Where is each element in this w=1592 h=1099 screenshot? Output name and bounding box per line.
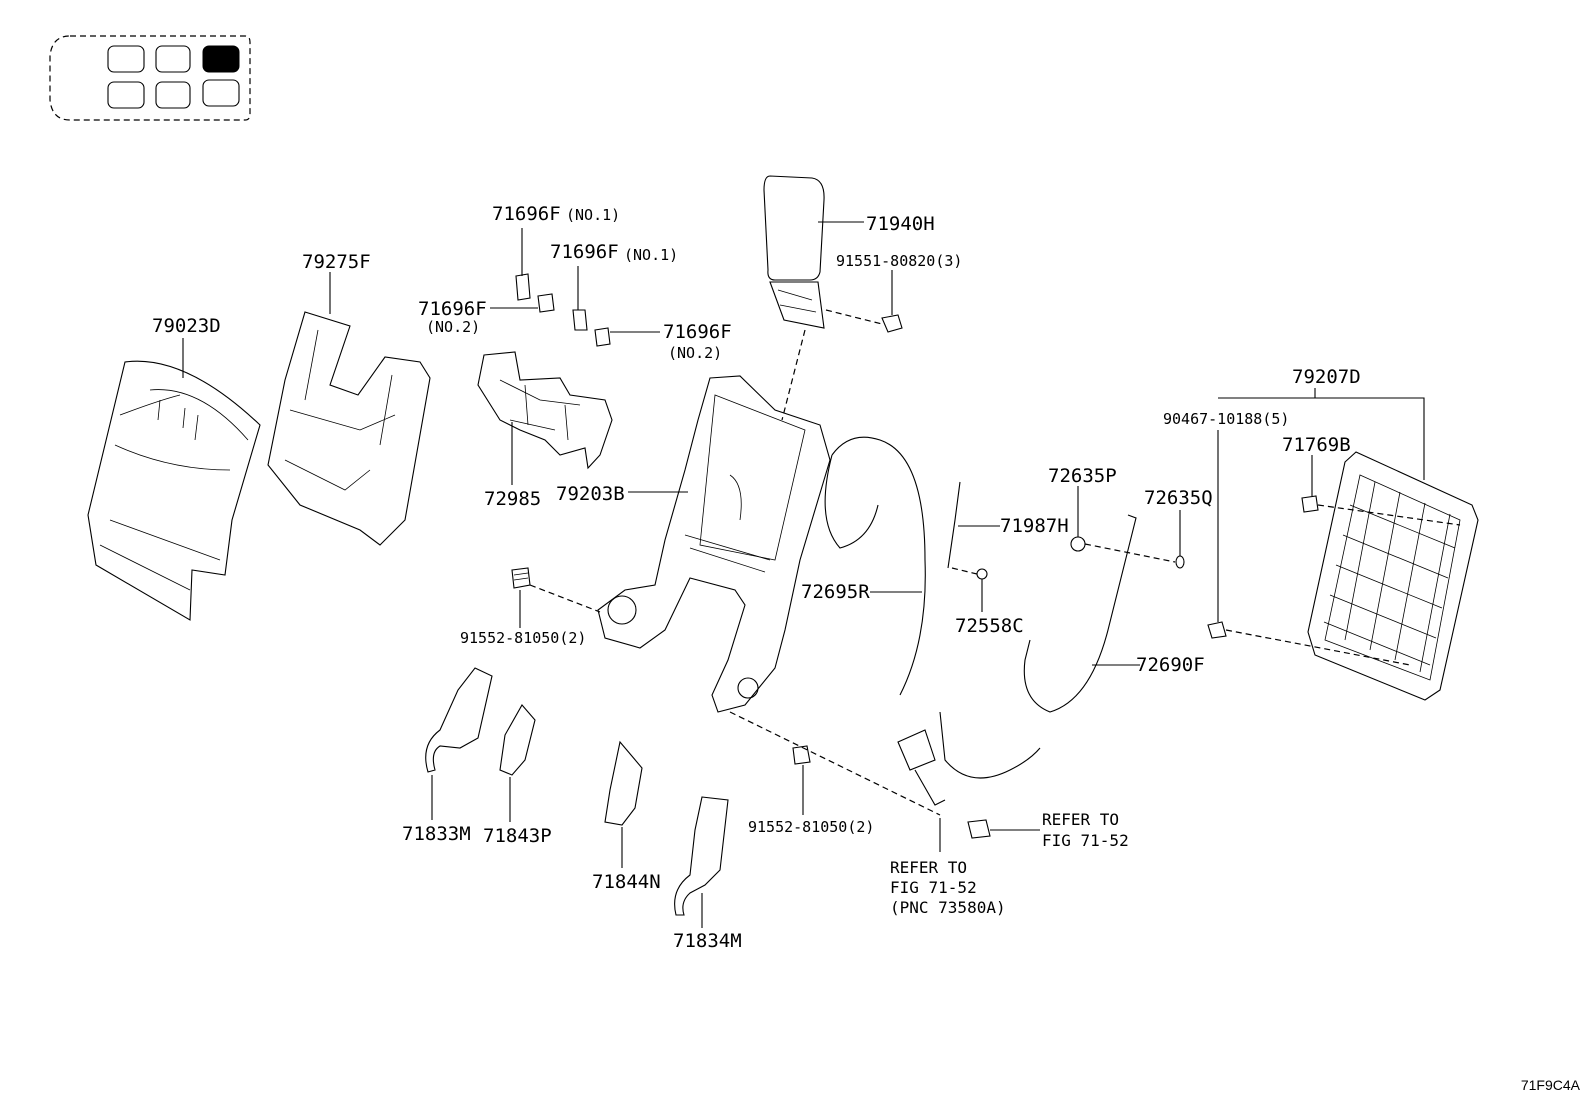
part-90467-10188-clip[interactable] <box>1207 621 1227 639</box>
locator-seat-selected <box>202 45 240 73</box>
label-refer-to-2-line1: REFER TO <box>890 858 967 877</box>
label-72695R: 72695R <box>801 581 870 603</box>
part-91552-81050-bolt-b[interactable] <box>792 745 811 765</box>
part-71833M-cover[interactable] <box>425 667 493 773</box>
part-72635Q-washer[interactable] <box>1175 555 1185 569</box>
part-79275F-seatback-pad[interactable] <box>267 311 431 546</box>
part-79207D-seatback-board[interactable] <box>1307 451 1479 701</box>
part-71834M-cover[interactable] <box>674 796 729 916</box>
locator-seat-1 <box>107 45 145 73</box>
part-72695R-release-cable[interactable] <box>824 436 926 696</box>
label-91552-81050-a: 91552-81050(2) <box>460 629 586 647</box>
label-71843P: 71843P <box>483 825 552 847</box>
locator-seat-6 <box>202 79 240 107</box>
part-71844N-cover[interactable] <box>604 740 643 826</box>
label-71769B: 71769B <box>1282 434 1351 456</box>
label-refer-to-2-line2: FIG 71-52 <box>890 878 977 897</box>
part-72558C-clip[interactable] <box>976 568 988 580</box>
locator-seat-2 <box>155 45 191 73</box>
label-91552-81050-b: 91552-81050(2) <box>748 818 874 836</box>
part-91551-80820-screw[interactable] <box>881 314 903 333</box>
part-72690F-cable[interactable] <box>1023 514 1137 713</box>
part-72985-bracket[interactable] <box>477 351 613 470</box>
label-71844N: 71844N <box>592 871 661 893</box>
locator-outline <box>49 35 251 121</box>
label-71834M: 71834M <box>673 930 742 952</box>
label-refer-to-1-line2: FIG 71-52 <box>1042 831 1129 850</box>
part-72635P-cap[interactable] <box>1070 536 1086 552</box>
label-71696F-d-note: (NO.2) <box>668 344 722 362</box>
label-72635Q: 72635Q <box>1144 487 1213 509</box>
label-71833M: 71833M <box>402 823 471 845</box>
label-refer-to-1-line1: REFER TO <box>1042 810 1119 829</box>
label-91551-80820: 91551-80820(3) <box>836 252 962 270</box>
part-71696F-no1-clip-a[interactable] <box>515 273 531 301</box>
label-71696F-b-note: (NO.1) <box>624 246 678 264</box>
seat-position-locator <box>49 35 251 121</box>
label-71696F-a-note: (NO.1) <box>566 206 620 224</box>
label-79207D: 79207D <box>1292 366 1361 388</box>
label-71696F-b: 71696F <box>550 241 619 263</box>
label-90467-10188: 90467-10188(5) <box>1163 410 1289 428</box>
label-79023D: 79023D <box>152 315 221 337</box>
label-72690F: 72690F <box>1136 654 1205 676</box>
label-71696F-d: 71696F <box>663 321 732 343</box>
label-72985: 72985 <box>484 488 541 510</box>
label-72558C: 72558C <box>955 615 1024 637</box>
label-71987H: 71987H <box>1000 515 1069 537</box>
locator-seat-5 <box>155 81 191 109</box>
locator-seat-4 <box>107 81 145 109</box>
part-71769B-clip[interactable] <box>1301 495 1319 513</box>
label-79203B: 79203B <box>556 483 625 505</box>
label-71696F-a: 71696F <box>492 203 561 225</box>
part-71696F-no2-clip-c[interactable] <box>537 293 555 313</box>
part-71987H-wire[interactable] <box>947 481 961 569</box>
part-91552-81050-bolt-a[interactable] <box>511 567 531 589</box>
part-71940H-headrest-support[interactable] <box>763 175 825 329</box>
label-72635P: 72635P <box>1048 465 1117 487</box>
part-71696F-no2-clip-d[interactable] <box>594 327 611 347</box>
part-71696F-no1-clip-b[interactable] <box>572 309 588 331</box>
diagram-id: 71F9C4A <box>1520 1077 1580 1093</box>
part-79203B-seatback-frame[interactable] <box>597 375 831 713</box>
label-71696F-c-note: (NO.2) <box>426 318 480 336</box>
part-79023D-seatback-cover[interactable] <box>87 360 261 621</box>
part-71843P-cover[interactable] <box>499 704 536 776</box>
label-79275F: 79275F <box>302 251 371 273</box>
part-belt-bolt[interactable] <box>967 819 991 839</box>
label-71696F-c: 71696F <box>418 298 487 320</box>
label-refer-to-2-line3: (PNC 73580A) <box>890 898 1006 917</box>
label-71940H: 71940H <box>866 213 935 235</box>
part-seat-belt-buckle[interactable] <box>897 711 1041 806</box>
